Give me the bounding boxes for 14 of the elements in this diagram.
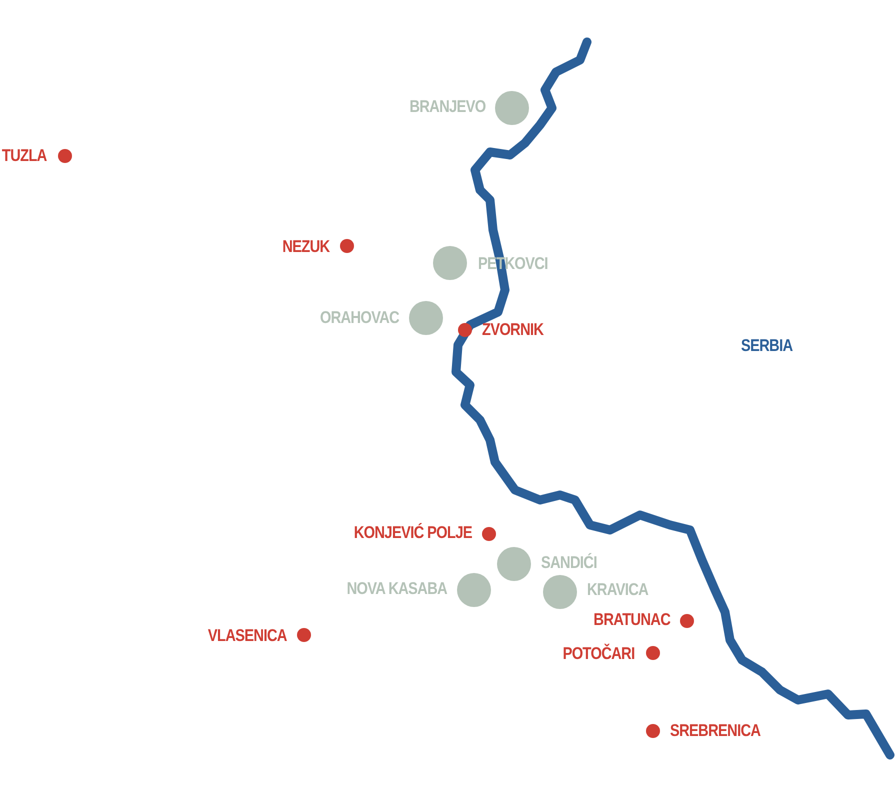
site-label: NOVA KASABA <box>346 578 447 600</box>
town-label: VLASENICA <box>208 625 287 647</box>
town-label: POTOČARI <box>563 643 635 665</box>
country-label: SERBIA <box>741 335 793 357</box>
town-label: ZVORNIK <box>482 319 544 341</box>
site-label: ORAHOVAC <box>320 307 399 329</box>
town-label: TUZLA <box>2 145 47 167</box>
town-label: SREBRENICA <box>670 720 760 742</box>
town-label: KONJEVIĆ POLJE <box>354 522 472 544</box>
site-label: KRAVICA <box>587 579 648 601</box>
town-label: NEZUK <box>282 236 330 258</box>
site-label: SANDIĆI <box>541 552 597 574</box>
town-label: BRATUNAC <box>593 609 670 631</box>
site-label: BRANJEVO <box>410 96 486 118</box>
